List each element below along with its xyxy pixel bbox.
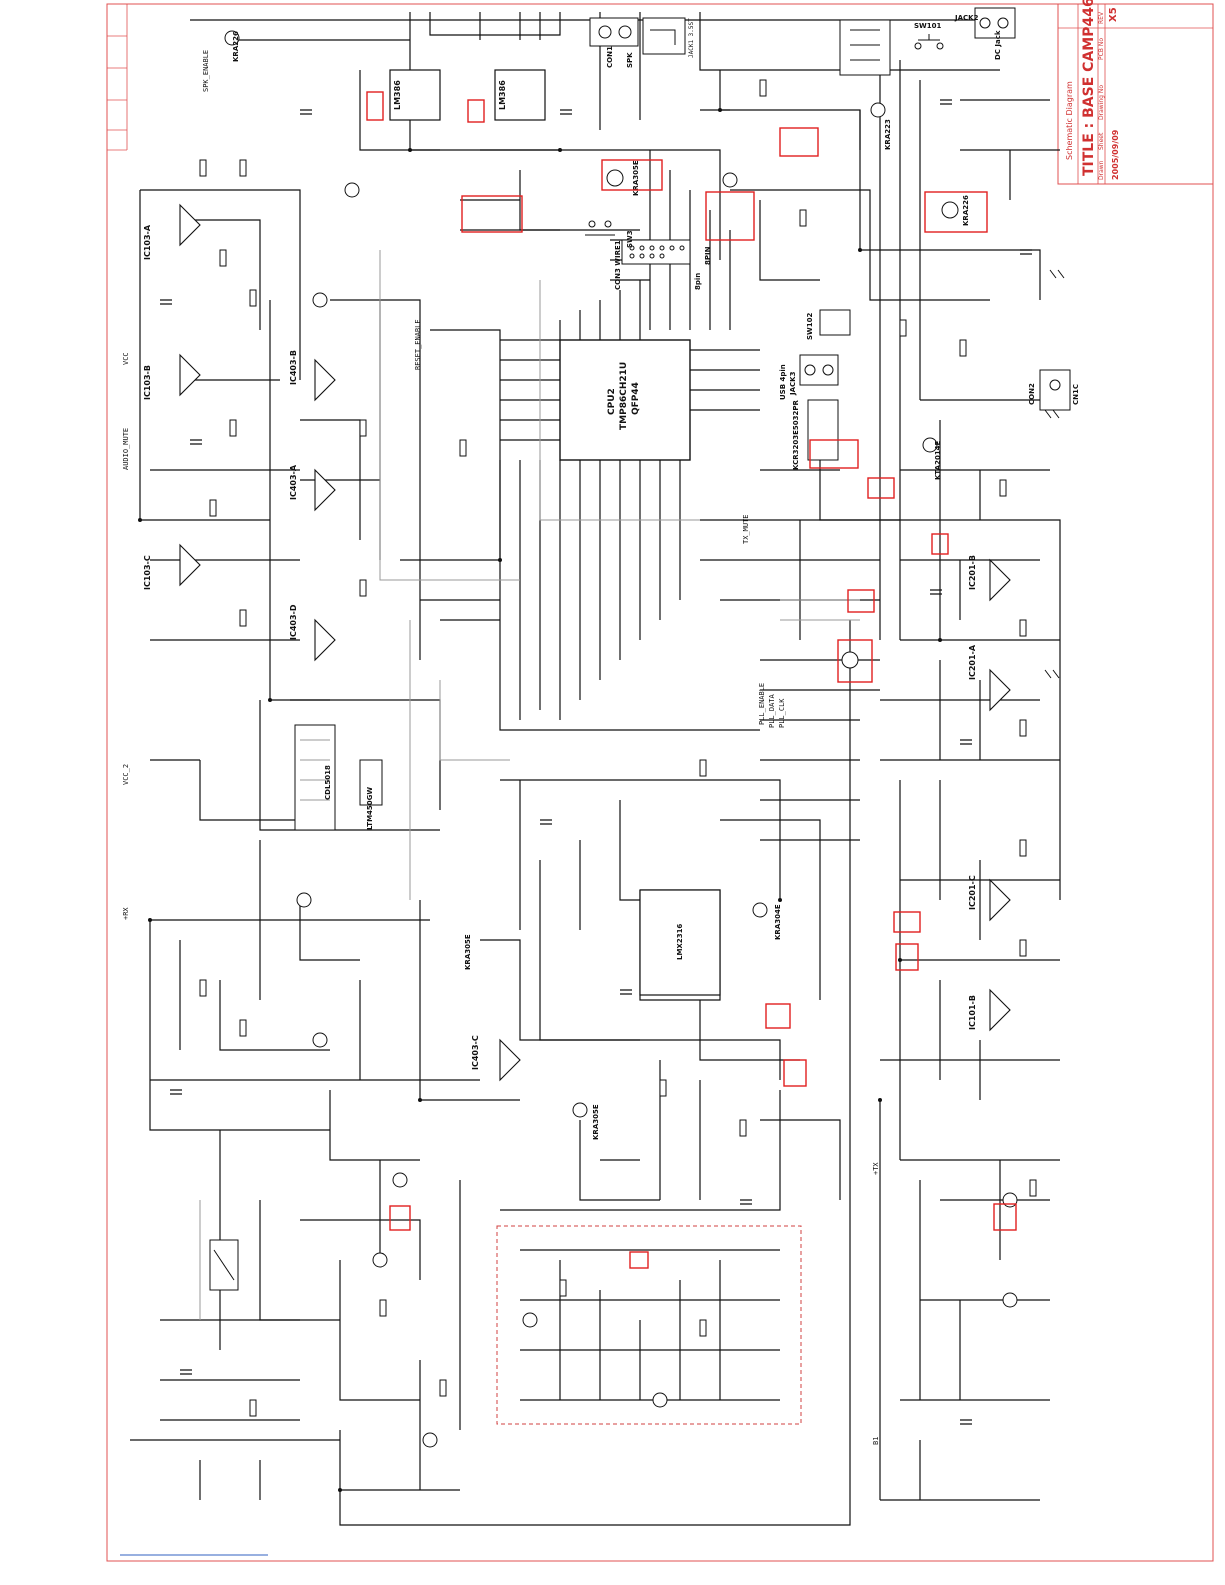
transistor-labels: KRA226 KRA305E KRA226 KRA223 KTA2014E KR… bbox=[232, 31, 970, 1140]
ic201a-label: IC201-A bbox=[968, 644, 977, 680]
ltm-label: LTM450GW bbox=[366, 787, 374, 830]
opamp-labels: IC103-A IC103-B IC103-C IC403-A IC403-B … bbox=[143, 224, 977, 1070]
ic403d-label: IC403-D bbox=[289, 604, 298, 640]
lm386-a-label: LM386 bbox=[393, 80, 402, 110]
usb-label: USB 4pin bbox=[779, 364, 787, 400]
ic403a-label: IC403-A bbox=[289, 464, 298, 500]
passives bbox=[199, 79, 1037, 1417]
tx-mute-label: TX_MUTE bbox=[742, 514, 750, 544]
title-block: Schematic Diagram TITLE : BASE CAMP446 D… bbox=[1057, 0, 1214, 185]
power-switch-block bbox=[839, 19, 891, 76]
transistors bbox=[224, 30, 1018, 1448]
con3-wire-header: CON3 WIRE1 8pin 8PIN bbox=[614, 239, 712, 290]
lm386-b-label: LM386 bbox=[498, 80, 507, 110]
title-drawn: Drawn bbox=[1098, 160, 1105, 180]
jack1-label: JACK1 3.5ST bbox=[688, 18, 695, 58]
b1-net-label: B1 bbox=[872, 1437, 880, 1445]
cdl-label: CDL5018 bbox=[324, 765, 332, 800]
ic101b-label: IC101-B bbox=[968, 995, 977, 1030]
pll-data-label: PLL_DATA bbox=[768, 693, 776, 728]
sw102-label: SW102 bbox=[806, 312, 814, 340]
sw102-switch: SW102 bbox=[806, 309, 851, 340]
audio-mute-label: AUDIO_MUTE bbox=[122, 428, 130, 470]
jack1-connector: JACK1 3.5ST bbox=[642, 17, 695, 58]
crystal-block bbox=[209, 1239, 239, 1291]
net-labels: VCC_2 VCC SPK_ENABLE TX_MUTE PLL_ENABLE … bbox=[122, 50, 880, 1445]
ground-symbols bbox=[1044, 269, 1065, 679]
cnic-label: CN1C bbox=[1072, 384, 1080, 405]
capacitors bbox=[160, 99, 1032, 1425]
grey-wiring bbox=[199, 250, 860, 1320]
ic103c-label: IC103-C bbox=[143, 555, 152, 590]
opamps bbox=[179, 203, 1011, 1082]
kta2014e-label: KTA2014E bbox=[934, 440, 942, 480]
title-date: 2005/09/09 bbox=[1111, 129, 1120, 180]
drawing-frame bbox=[106, 3, 1214, 1562]
vco-region bbox=[496, 1225, 802, 1425]
title-sheet: Sheet bbox=[1098, 132, 1105, 150]
kra305e-b-label: KRA305E bbox=[464, 934, 472, 970]
title-pcb-no: PCB No bbox=[1098, 38, 1105, 60]
lm386-a: LM386 bbox=[389, 69, 441, 121]
rx-net-label: +RX bbox=[122, 907, 130, 920]
ic103a-label: IC103-A bbox=[143, 224, 152, 260]
kra304e-label: KRA304E bbox=[774, 904, 782, 940]
sw3-label: SW3 bbox=[626, 230, 634, 248]
ic201c-label: IC201-C bbox=[968, 875, 977, 910]
con3-label: CON3 WIRE1 bbox=[614, 240, 622, 290]
title-drawing-no: Drawing No bbox=[1098, 85, 1105, 120]
usb-jack3-connector: USB 4pin JACK3 bbox=[779, 354, 839, 400]
junctions bbox=[138, 108, 942, 1492]
pin8-label: 8pin bbox=[694, 273, 702, 290]
cpu-part: TMP86CH21U bbox=[619, 362, 629, 430]
reset-enable-label: RESET_ENABLE bbox=[414, 319, 422, 370]
ic201b-label: IC201-B bbox=[968, 555, 977, 590]
vcc2-label: VCC_2 bbox=[122, 764, 130, 785]
wiring bbox=[130, 12, 1061, 1526]
lmx-label: LMX2316 bbox=[676, 924, 684, 960]
kra305e-a-label: KRA305E bbox=[632, 160, 640, 196]
kra223-label: KRA223 bbox=[884, 119, 892, 150]
vcc-label: VCC bbox=[122, 352, 130, 365]
ic403b-label: IC403-B bbox=[289, 350, 298, 385]
jack2-label: JACK2 bbox=[954, 14, 979, 22]
jack3-label: JACK3 bbox=[789, 371, 797, 396]
revision-highlights bbox=[366, 91, 1017, 1269]
cpu-tmp86ch21u: CPU2 TMP86CH21U QFP44 bbox=[559, 339, 691, 461]
pll-enable-label: PLL_ENABLE bbox=[758, 683, 766, 725]
sw3-switch: SW3 bbox=[585, 220, 634, 248]
cpu-ref: CPU2 bbox=[607, 388, 617, 415]
con1-connector: CON1 SPK bbox=[589, 17, 639, 68]
spk-label: SPK bbox=[626, 52, 634, 68]
con1-label: CON1 bbox=[606, 46, 614, 68]
tx-net-label: +TX bbox=[872, 1162, 880, 1175]
sw101-label: SW101 bbox=[914, 22, 942, 30]
pll-chip-lmx2316: LMX2316 bbox=[639, 889, 721, 996]
lm386-b: LM386 bbox=[494, 69, 546, 121]
kra305e-c-label: KRA305E bbox=[592, 1104, 600, 1140]
ic403c-label: IC403-C bbox=[471, 1035, 480, 1070]
kra226-top-label: KRA226 bbox=[232, 31, 240, 62]
pin8b-label: 8PIN bbox=[704, 246, 712, 265]
spk-enable-label: SPK_ENABLE bbox=[202, 50, 210, 92]
jack2-dc-connector: JACK2 DC Jack bbox=[954, 7, 1016, 60]
pll-clk-label: PLL_CLK bbox=[778, 698, 786, 728]
con2-connector: CON2 CN1C bbox=[1028, 369, 1080, 411]
dc-jack-label: DC Jack bbox=[994, 30, 1002, 60]
sw101-switch: SW101 bbox=[914, 22, 944, 50]
filter-cdl5018: CDL5018 bbox=[294, 724, 336, 831]
kra226-right-label: KRA226 bbox=[962, 195, 970, 226]
filter-ltm450gw: LTM450GW bbox=[359, 759, 383, 830]
title-rev: REV bbox=[1098, 11, 1105, 24]
con2-label: CON2 bbox=[1028, 383, 1036, 405]
cpu-pkg: QFP44 bbox=[631, 382, 641, 415]
ic103b-label: IC103-B bbox=[143, 365, 152, 400]
title-main: TITLE : BASE CAMP446 bbox=[1081, 0, 1097, 176]
kcr-regulator: KCR3203E5032PR bbox=[792, 399, 839, 470]
title-doc-type: Schematic Diagram bbox=[1065, 81, 1074, 160]
kcr-label: KCR3203E5032PR bbox=[792, 399, 800, 470]
title-rev-value: X5 bbox=[1108, 7, 1119, 22]
